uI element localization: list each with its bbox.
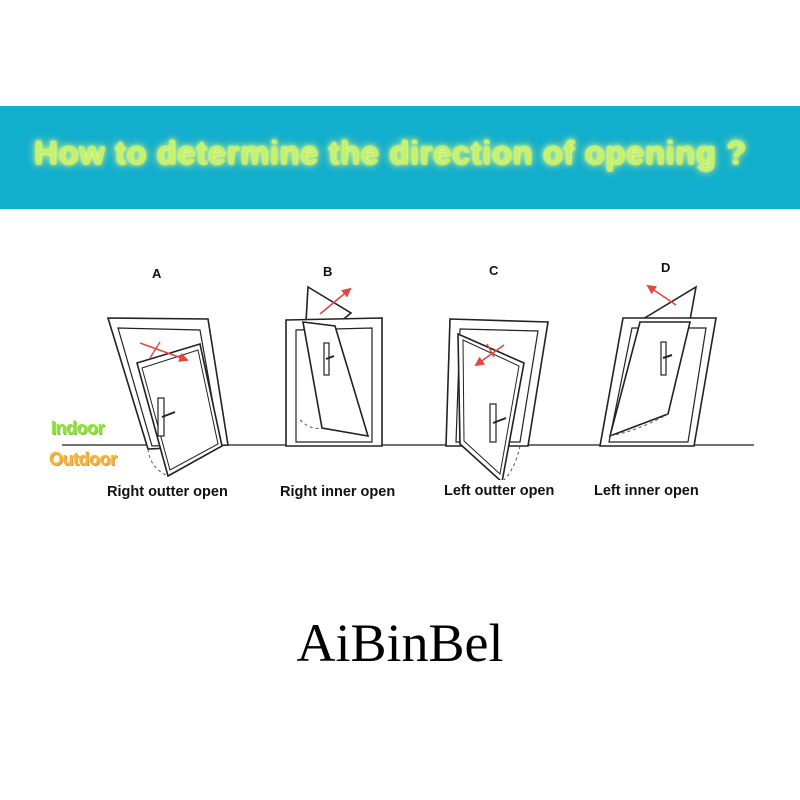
door-b-caption: Right inner open (280, 484, 396, 500)
brand-name: AiBinBel (296, 613, 504, 673)
door-b-leaf-top (305, 285, 353, 323)
door-c-letter: C (489, 263, 499, 278)
door-d-caption: Left inner open (594, 483, 699, 499)
door-b-letter: B (323, 264, 333, 279)
door-d (599, 284, 717, 447)
door-c-caption: Left outter open (444, 483, 555, 499)
door-d-leaf-top (635, 285, 698, 323)
door-a-leaf (136, 342, 223, 478)
door-a-caption: Right outter open (107, 484, 228, 500)
door-c-arrow (474, 344, 505, 367)
door-a-letter: A (152, 266, 162, 281)
outdoor-label: Outdoor (49, 449, 117, 469)
door-diagram (62, 284, 754, 480)
door-b (285, 285, 383, 447)
door-a (106, 317, 229, 478)
door-d-arrow (646, 284, 677, 306)
door-b-leaf (302, 321, 370, 438)
title-banner (0, 106, 800, 209)
indoor-label: Indoor (51, 418, 105, 438)
banner-title: How to determine the direction of openin… (34, 134, 747, 171)
door-b-arrow (319, 287, 352, 315)
door-c (445, 318, 549, 480)
door-d-letter: D (661, 260, 671, 275)
door-a-arrow (139, 342, 189, 362)
